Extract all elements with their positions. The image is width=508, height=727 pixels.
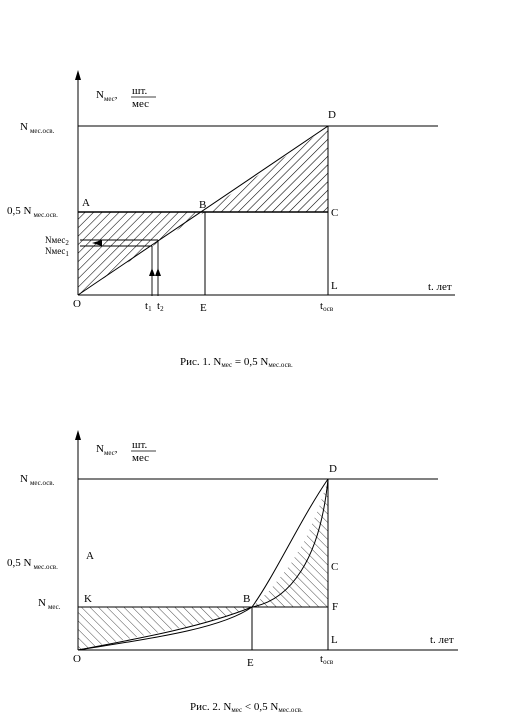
fig1-y-axis-label: Nмес, bbox=[96, 89, 118, 103]
fig1-hatch-triangle-left bbox=[78, 212, 205, 295]
fig2-point-F: F bbox=[332, 601, 338, 613]
fig1-tick-t1: t1 bbox=[145, 300, 152, 313]
fig1-point-E: E bbox=[200, 302, 207, 314]
fig2-point-B: B bbox=[243, 593, 250, 605]
fig1-tick-t2: t2 bbox=[157, 300, 164, 313]
fig1-tick-t-osv: tосв bbox=[320, 300, 334, 313]
fig2-point-D: D bbox=[329, 463, 337, 475]
fig2-point-A: A bbox=[86, 550, 94, 562]
fig2-x-axis-label: t. лет bbox=[430, 634, 454, 646]
fig2-tick-t-osv: tосв bbox=[320, 653, 334, 666]
fig1-y-axis-arrow bbox=[75, 70, 81, 80]
fig1-point-D: D bbox=[328, 109, 336, 121]
fig1-arrow-t1 bbox=[149, 268, 155, 276]
fig1-x-axis-label: t. лет bbox=[428, 281, 452, 293]
fig1-point-B: B bbox=[199, 199, 206, 211]
fig1-hatch-triangle-right bbox=[205, 127, 328, 212]
fig2-point-C: C bbox=[331, 561, 338, 573]
fig1-line-OD bbox=[77, 125, 329, 296]
fig2-point-E: E bbox=[247, 657, 254, 669]
fig2-y-unit-num: шт. bbox=[132, 439, 147, 451]
fig1-point-O: O bbox=[73, 298, 81, 310]
fig2-curve-OB bbox=[77, 606, 253, 651]
fig1-arrow-t2 bbox=[155, 268, 161, 276]
fig1-point-L: L bbox=[331, 280, 338, 292]
fig2-hatch-left bbox=[78, 607, 252, 650]
fig2-point-K: K bbox=[84, 593, 92, 605]
fig2-caption: Рис. 2. Nмес < 0,5 Nмес.осв. bbox=[190, 701, 303, 714]
fig2-point-O: O bbox=[73, 653, 81, 665]
fig1-point-C: C bbox=[331, 207, 338, 219]
fig1-y-unit-num: шт. bbox=[132, 85, 147, 97]
fig1-tick-nmes1: Nмес1 bbox=[45, 246, 69, 258]
fig2-y-unit-den: мес bbox=[132, 452, 149, 464]
fig1-arrow-left bbox=[92, 240, 102, 246]
fig2-y-axis-label: Nмес, bbox=[96, 443, 118, 457]
fig1-point-A: A bbox=[82, 197, 90, 209]
fig2-point-L: L bbox=[331, 634, 338, 646]
fig2-y-axis-arrow bbox=[75, 430, 81, 440]
fig1-tick-nmes2: Nмес2 bbox=[45, 235, 69, 247]
fig2-curve-BD bbox=[251, 478, 329, 608]
fig2-hatch-right bbox=[252, 480, 328, 607]
fig1-y-unit-den: мес bbox=[132, 98, 149, 110]
fig1-caption: Рис. 1. Nмес = 0,5 Nмес.осв. bbox=[180, 356, 293, 369]
